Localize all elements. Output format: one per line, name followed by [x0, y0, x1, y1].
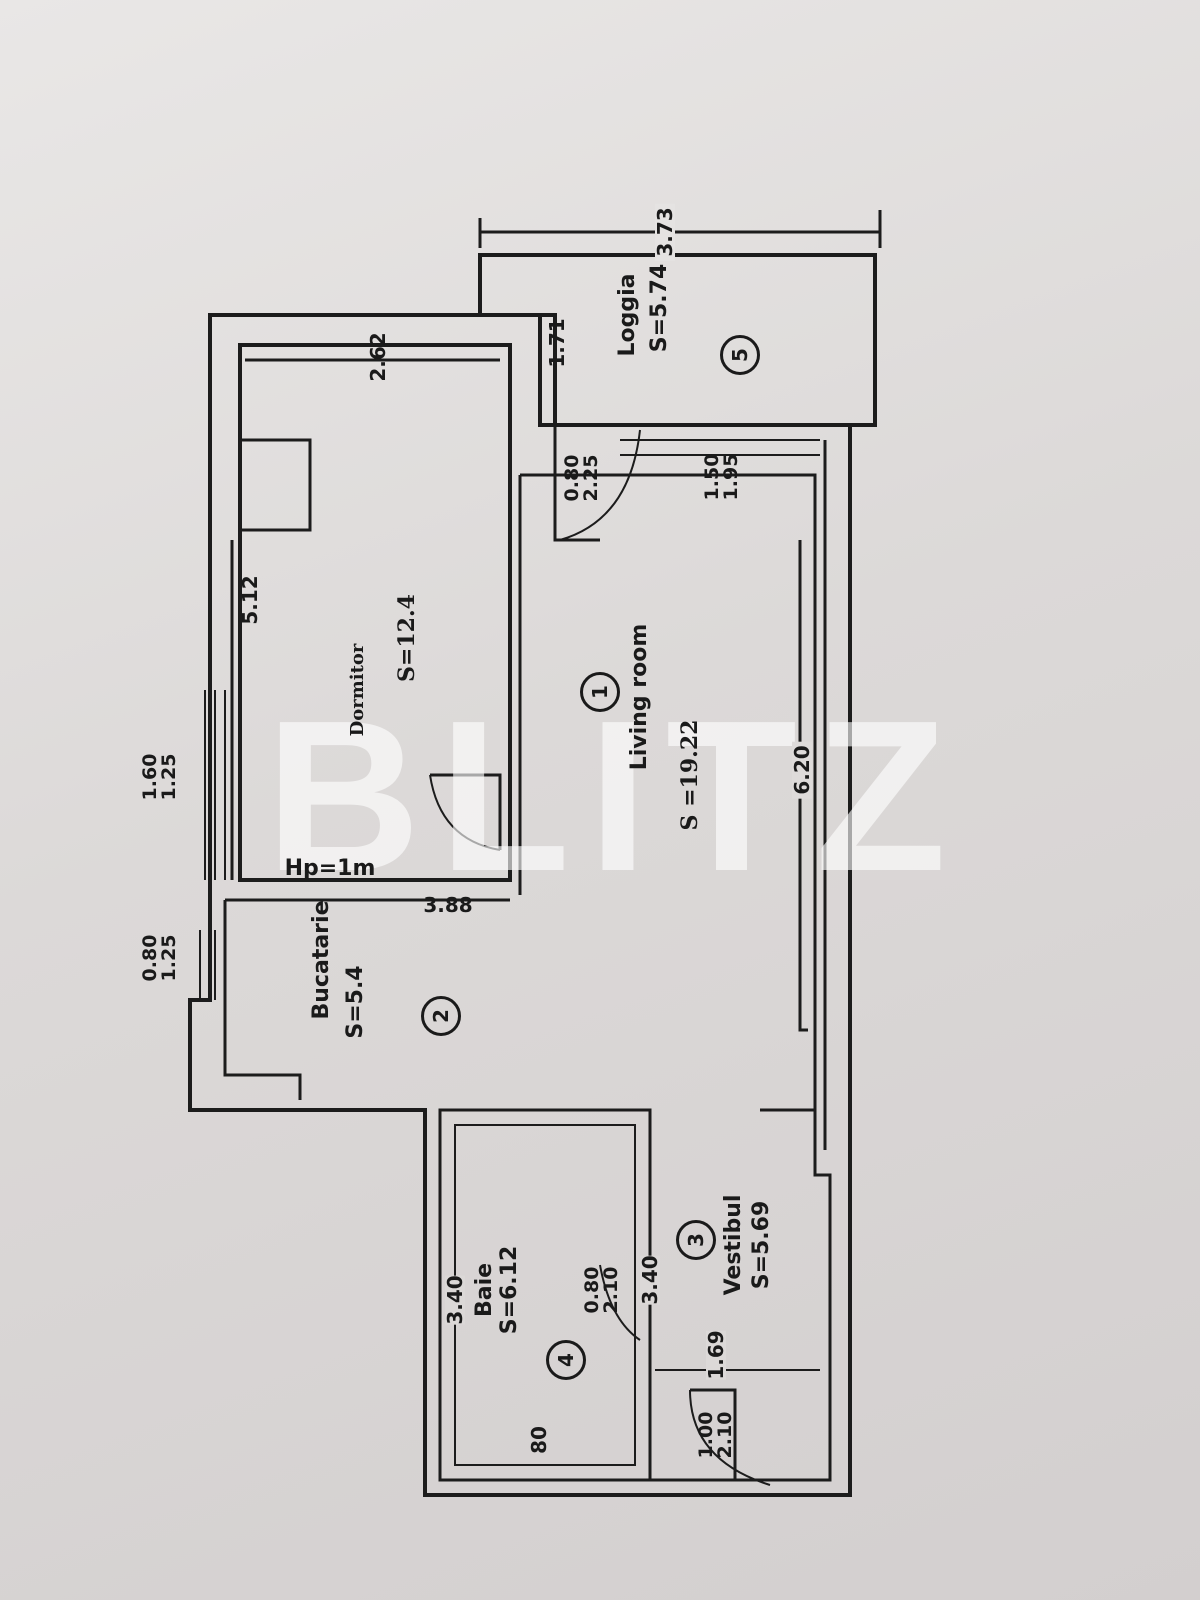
- kitchen-wall: [223, 898, 510, 1100]
- dimension-vestibul-length: 3.40: [638, 1255, 662, 1305]
- room-area-bath: S=6.12: [497, 1245, 522, 1335]
- dimension-dormitor-length: 5.12: [238, 575, 262, 625]
- dimension-kitchen-width: 3.88: [423, 893, 473, 917]
- watermark: BLITZ: [265, 674, 965, 916]
- vestibul-wall: [648, 1110, 832, 1482]
- parapet-height: Hp=1m: [284, 856, 376, 881]
- outer-wall: [188, 313, 852, 1497]
- room-name-dormitor: Dormitor: [347, 643, 368, 737]
- dimension-living-length: 6.20: [790, 741, 814, 799]
- room-number-bath: 4: [546, 1340, 586, 1380]
- room-area-living: S =19.22: [677, 719, 703, 831]
- dimension-vestibul-width: 1.69: [704, 1330, 728, 1380]
- living-wall: [520, 473, 817, 1112]
- room-area-kitchen: S=5.4: [343, 965, 368, 1039]
- opening-door-bath: 0.80 2.10: [581, 1266, 622, 1314]
- opening-door-entry: 1.00 2.10: [695, 1411, 736, 1459]
- dimension-bath-length: 3.40: [443, 1275, 467, 1325]
- opening-door-loggia: 0.80 2.25: [561, 454, 602, 502]
- room-name-loggia: Loggia: [615, 273, 640, 357]
- room-number-kitchen: 2: [421, 996, 461, 1036]
- room-area-dormitor: S=12.4: [394, 594, 420, 682]
- dimension-bath-small: 80: [527, 1426, 551, 1454]
- opening-window-living: 1.50 1.95: [701, 453, 742, 501]
- opening-window-dormitor: 1.60 1.25: [139, 753, 180, 801]
- dimension-dormitor-width: 2.62: [366, 332, 390, 382]
- room-number-loggia: 5: [720, 335, 760, 375]
- dormitor-wall: [238, 343, 512, 882]
- opening-window-kitchen: 0.80 1.25: [139, 934, 180, 982]
- dimension-loggia-width: 3.73: [653, 203, 677, 261]
- room-name-living: Living room: [627, 623, 652, 771]
- room-name-bath: Baie: [472, 1262, 497, 1318]
- room-number-living: 1: [580, 672, 620, 712]
- room-name-vestibul: Vestibul: [721, 1194, 746, 1296]
- room-area-vestibul: S=5.69: [749, 1200, 774, 1290]
- room-area-loggia: S=5.74: [647, 263, 672, 353]
- room-name-kitchen: Bucatarie: [309, 900, 334, 1020]
- room-number-vestibul: 3: [676, 1220, 716, 1260]
- dimension-loggia-depth: 1.71: [545, 318, 569, 368]
